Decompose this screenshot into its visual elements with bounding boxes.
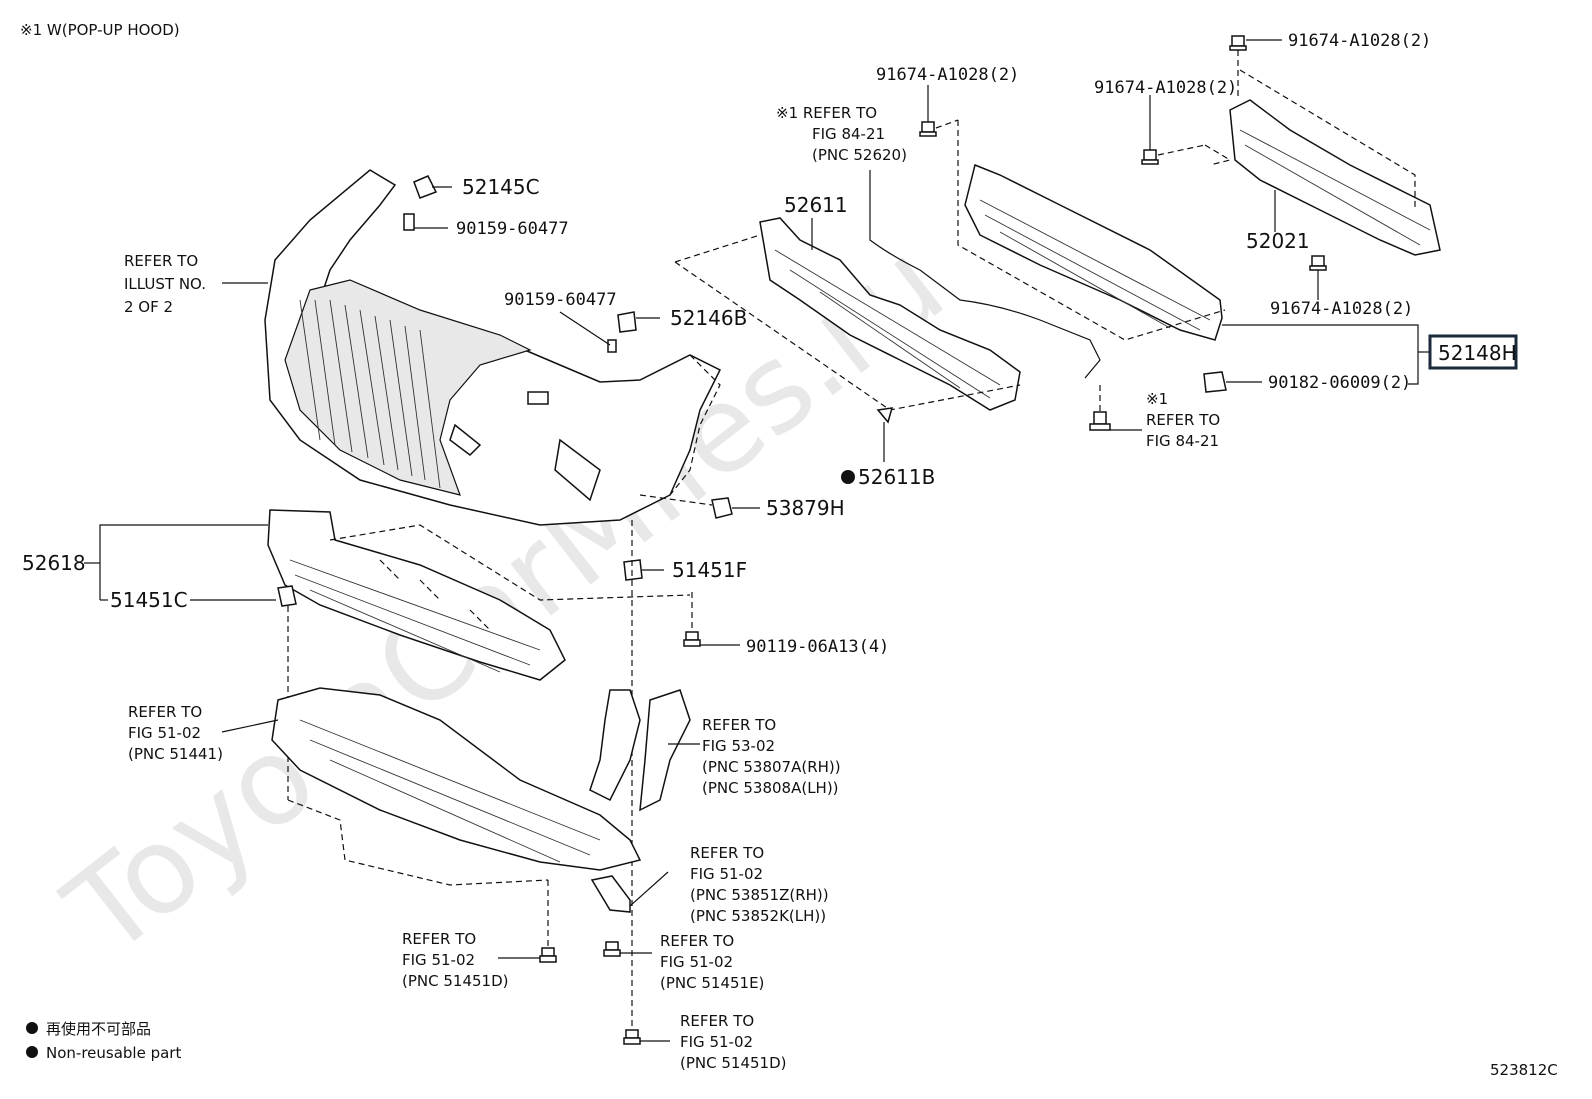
part-label-90182-06009[interactable]: 90182-06009(2) [1268, 373, 1411, 393]
refer-fig8421-a-block: ※1 REFER TO FIG 84-21 (PNC 52620) [776, 104, 907, 164]
part-label-90119-06A13[interactable]: 90119-06A13(4) [746, 637, 889, 657]
refer-fig5102-e-block: REFER TO FIG 51-02 (PNC 51451D) [640, 1012, 786, 1072]
refer-fig8421-a-line-2[interactable]: FIG 84-21 [812, 125, 885, 143]
part-label-52148H[interactable]: 52148H [1438, 341, 1517, 365]
part-label-52618[interactable]: 52618 [22, 551, 86, 575]
part-label-53879H[interactable]: 53879H [766, 496, 845, 520]
leader-90159-b [559, 311, 611, 346]
nut-90182-drawing [1203, 371, 1227, 393]
bumper-reinforcement-52021-drawing [1229, 99, 1441, 256]
part-label-52146B[interactable]: 52146B [670, 306, 747, 330]
refer-fig5102-a-line-2[interactable]: FIG 51-02 [128, 724, 201, 742]
refer-fig8421-a-line-3[interactable]: (PNC 52620) [812, 146, 907, 164]
part-label-52145C[interactable]: 52145C [462, 175, 540, 199]
refer-fig5302-line-4[interactable]: (PNC 53808A(LH)) [702, 779, 839, 797]
bolt-91674-mid-drawing [919, 121, 937, 137]
part-label-52021[interactable]: 52021 [1246, 229, 1310, 253]
bolt-51451D-bottom-drawing [623, 1029, 641, 1045]
front-bumper-cover-drawing [264, 169, 722, 526]
clip-53879H-drawing [711, 497, 733, 519]
refer-fig5102-e-line-2[interactable]: FIG 51-02 [680, 1033, 753, 1051]
refer-fig5102-a-block: REFER TO FIG 51-02 (PNC 51441) [128, 703, 279, 763]
part-label-91674-A1028-left[interactable]: 91674-A1028(2) [1094, 78, 1237, 98]
engine-under-cover-drawing [271, 687, 642, 871]
clip-51451C-drawing [277, 585, 297, 607]
refer-fig5102-d-line-2[interactable]: FIG 51-02 [660, 953, 733, 971]
refer-illust-line-1[interactable]: REFER TO [124, 252, 198, 270]
refer-fig8421-b-block: ※1 REFER TO FIG 84-21 [1146, 390, 1220, 450]
refer-fig8421-b-line-3[interactable]: FIG 84-21 [1146, 432, 1219, 450]
part-label-91674-A1028-mid[interactable]: 91674-A1028(2) [876, 65, 1019, 85]
absorber-52611-drawing [759, 217, 1021, 411]
part-label-52611B[interactable]: 52611B [858, 465, 935, 489]
part-label-51451F[interactable]: 51451F [672, 558, 747, 582]
bolt-91674-left-drawing [1141, 149, 1159, 165]
refer-fig5102-d-line-1[interactable]: REFER TO [660, 932, 734, 950]
reinforcement-52148H-drawing [964, 163, 1223, 341]
refer-fig5102-d-block: REFER TO FIG 51-02 (PNC 51451E) [620, 932, 764, 992]
grommet-52611B-drawing [876, 407, 894, 424]
clip-52145C-drawing [403, 175, 637, 353]
part-label-52611[interactable]: 52611 [784, 193, 848, 217]
bolt-91674-top-drawing [1229, 35, 1247, 51]
refer-fig5302-line-3[interactable]: (PNC 53807A(RH)) [702, 758, 841, 776]
fender-liner-drawing [589, 689, 691, 812]
refer-fig5102-c-line-1[interactable]: REFER TO [402, 930, 476, 948]
bolt-51451E-drawing [603, 941, 621, 957]
refer-fig5102-c-line-2[interactable]: FIG 51-02 [402, 951, 475, 969]
non-reusable-bullet-icon [26, 1046, 38, 1058]
non-reusable-bullet-icon [26, 1022, 38, 1034]
refer-fig5302-line-1[interactable]: REFER TO [702, 716, 776, 734]
part-label-90159-60477-upper[interactable]: 90159-60477 [456, 219, 569, 239]
refer-fig8421-b-line-2[interactable]: REFER TO [1146, 411, 1220, 429]
bolt-91674-low-drawing [1309, 255, 1327, 271]
legend-jp: 再使用不可部品 [46, 1020, 151, 1038]
part-label-90159-60477-lower[interactable]: 90159-60477 [504, 290, 617, 310]
refer-fig5102-b-line-3[interactable]: (PNC 53851Z(RH)) [690, 886, 829, 904]
refer-illust-block: REFER TO ILLUST NO. 2 OF 2 [124, 252, 268, 316]
refer-fig5102-a-line-1[interactable]: REFER TO [128, 703, 202, 721]
bolt-90119-drawing [683, 592, 701, 647]
refer-fig5102-d-line-3[interactable]: (PNC 51451E) [660, 974, 764, 992]
refer-fig5102-b-block: REFER TO FIG 51-02 (PNC 53851Z(RH)) (PNC… [690, 844, 829, 925]
header-note: ※1 W(POP-UP HOOD) [20, 21, 180, 39]
refer-fig5102-b-line-1[interactable]: REFER TO [690, 844, 764, 862]
part-label-51451C[interactable]: 51451C [110, 588, 188, 612]
bolt-51451D-left-drawing [539, 947, 557, 963]
clip-51451F-drawing [623, 559, 643, 581]
refer-fig5102-b-line-2[interactable]: FIG 51-02 [690, 865, 763, 883]
leader-52618-bracket [99, 524, 268, 600]
refer-illust-line-3[interactable]: 2 OF 2 [124, 298, 173, 316]
bolt-fig8421-drawing [1089, 385, 1111, 431]
legend-en: Non-reusable part [46, 1044, 181, 1062]
highlight-box-52148H [1428, 334, 1518, 370]
refer-fig5102-c-block: REFER TO FIG 51-02 (PNC 51451D) [402, 930, 540, 990]
refer-fig5302-block: REFER TO FIG 53-02 (PNC 53807A(RH)) (PNC… [702, 716, 841, 797]
refer-fig5302-line-2[interactable]: FIG 53-02 [702, 737, 775, 755]
wire-harness-drawing [869, 170, 1101, 379]
refer-illust-line-2[interactable]: ILLUST NO. [124, 275, 206, 293]
refer-fig5102-b-line-4[interactable]: (PNC 53852K(LH)) [690, 907, 826, 925]
figure-code: 523812C [1490, 1061, 1558, 1079]
refer-fig5102-a-line-3[interactable]: (PNC 51441) [128, 745, 223, 763]
refer-fig8421-a-line-1[interactable]: ※1 REFER TO [776, 104, 877, 122]
refer-fig8421-b-line-1[interactable]: ※1 [1146, 390, 1168, 408]
leader-52148H-bracket [1222, 324, 1419, 385]
seal-bracket-drawing [590, 875, 631, 913]
refer-fig5102-c-line-3[interactable]: (PNC 51451D) [402, 972, 508, 990]
legend: 再使用不可部品 Non-reusable part [26, 1020, 181, 1062]
refer-fig5102-e-line-3[interactable]: (PNC 51451D) [680, 1054, 786, 1072]
part-label-91674-A1028-top[interactable]: 91674-A1028(2) [1288, 31, 1431, 51]
refer-fig5102-e-line-1[interactable]: REFER TO [680, 1012, 754, 1030]
part-label-91674-A1028-low[interactable]: 91674-A1028(2) [1270, 299, 1413, 319]
non-reusable-bullet-icon [841, 470, 855, 484]
